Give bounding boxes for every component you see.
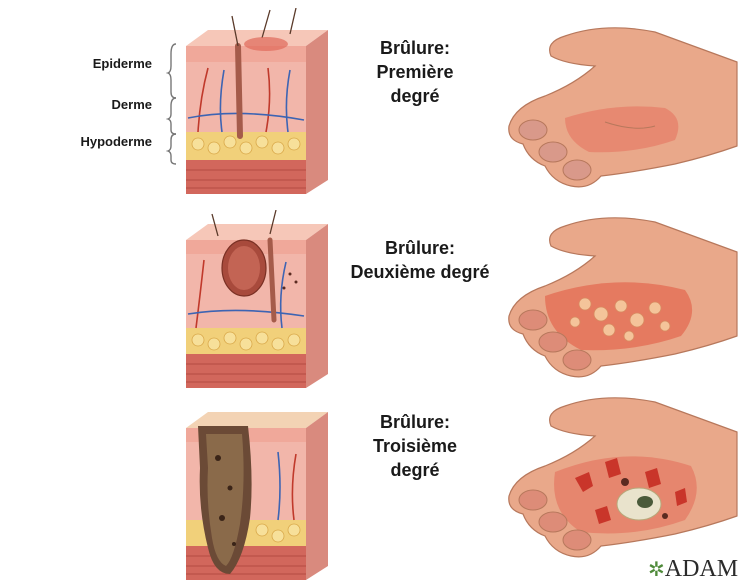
label-hypodermis: Hypoderme (42, 134, 152, 149)
burn-title-line1: Brûlure: (350, 410, 480, 434)
burn-title-second-degree: Brûlure: Deuxième degré (340, 236, 500, 284)
leaf-icon: ✲ (648, 559, 665, 581)
skin-block-second-degree (178, 210, 330, 390)
burn-title-line3: degré (350, 458, 480, 482)
burn-title-line2: Deuxième degré (340, 260, 500, 284)
burn-title-line1: Brûlure: (340, 236, 500, 260)
hand-first-degree (505, 22, 741, 190)
hand-third-degree (505, 392, 741, 560)
skin-block-first-degree (178, 8, 330, 196)
burn-title-line2: Troisième (350, 434, 480, 458)
burn-title-third-degree: Brûlure: Troisième degré (350, 410, 480, 482)
burn-title-line2: Première (350, 60, 480, 84)
label-dermis: Derme (42, 97, 152, 112)
burn-title-first-degree: Brûlure: Première degré (350, 36, 480, 108)
adam-logo-text: ADAM (665, 556, 738, 582)
skin-block-third-degree (178, 398, 330, 582)
label-epidermis: Epiderme (42, 56, 152, 71)
burn-title-line3: degré (350, 84, 480, 108)
burn-title-line1: Brûlure: (350, 36, 480, 60)
adam-logo: ✲ADAM (648, 556, 738, 583)
hand-second-degree (505, 212, 741, 380)
